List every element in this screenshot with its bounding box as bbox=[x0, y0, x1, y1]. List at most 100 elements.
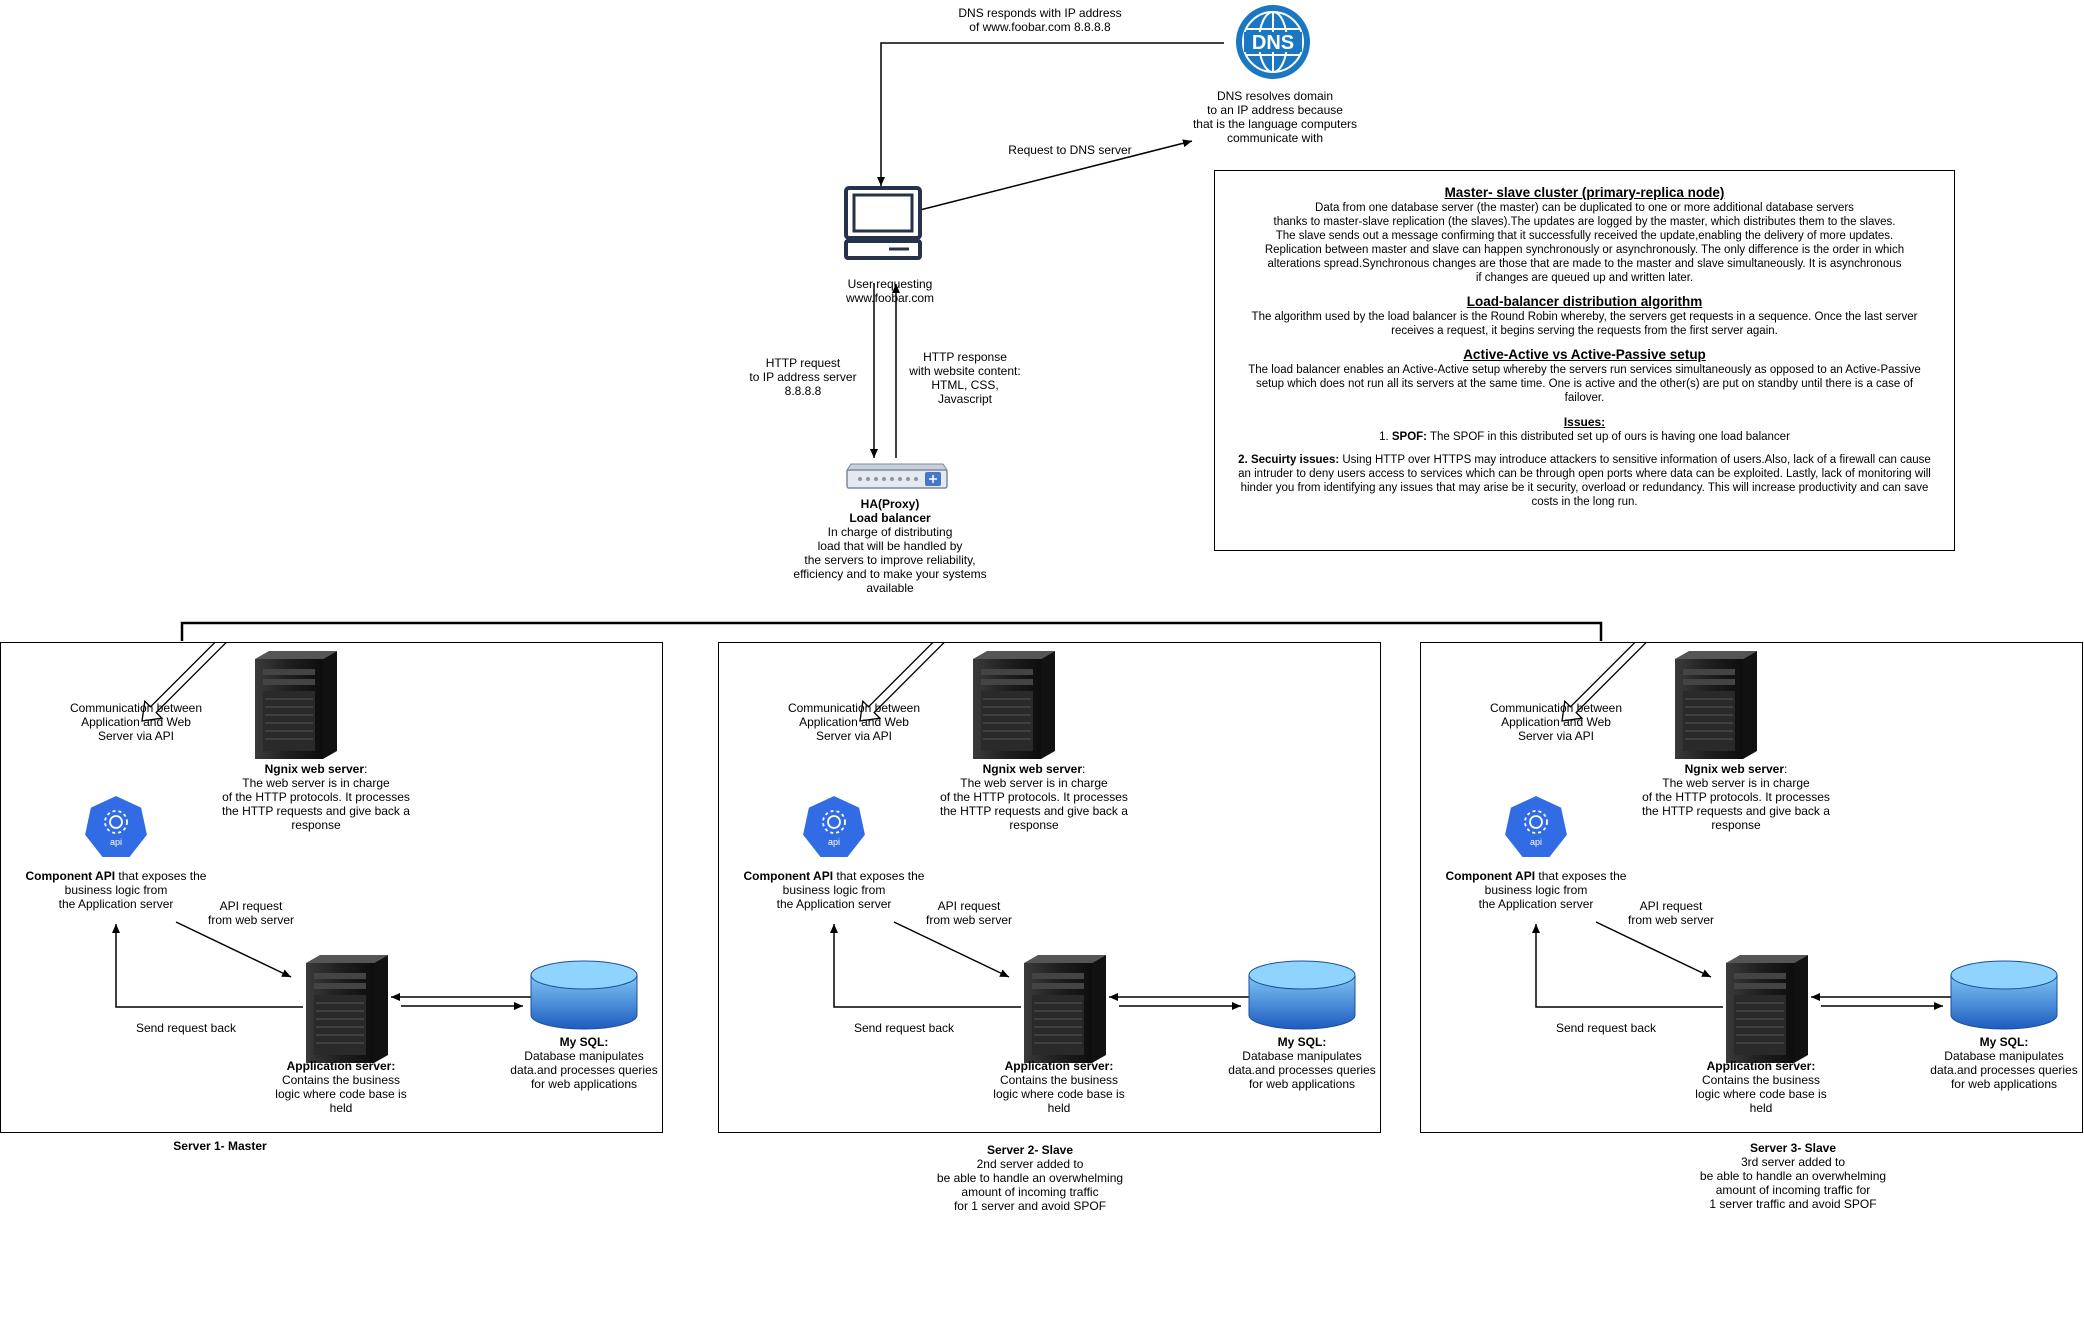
master-slave-text: Data from one database server (the maste… bbox=[1264, 202, 1905, 284]
mysql-title: My SQL: bbox=[559, 1035, 609, 1049]
panel-connectors: api bbox=[800, 643, 1356, 1063]
dns-request-label: Request to DNS server bbox=[1008, 143, 1132, 157]
security-line: 2. Secuirty issues: Using HTTP over HTTP… bbox=[1215, 453, 1954, 509]
api-icon-text: api bbox=[1530, 837, 1542, 847]
nginx-colon: : bbox=[364, 762, 368, 776]
mysql-title: My SQL: bbox=[1277, 1035, 1327, 1049]
nginx-label: Ngnix web server: bbox=[211, 762, 421, 776]
nginx-colon: : bbox=[1082, 762, 1086, 776]
lb-algorithm-text: The algorithm used by the load balancer … bbox=[1251, 311, 1918, 337]
dns-icon: DNS bbox=[1234, 3, 1312, 81]
mysql-description: Database manipulates data.and processes … bbox=[1228, 1049, 1376, 1091]
issues-heading: Issues: bbox=[1563, 415, 1606, 429]
mysql-database-icon bbox=[1950, 960, 2058, 1030]
api-icon: api bbox=[82, 793, 150, 859]
comm-label: Communication between Application and We… bbox=[787, 701, 921, 743]
server-panel-3: api Communication between Application an… bbox=[1420, 642, 2083, 1133]
load-balancer-description: In charge of distributing load that will… bbox=[793, 525, 987, 595]
api-description: business logic from the Application serv… bbox=[58, 883, 174, 911]
app-server-title: Application server: bbox=[1706, 1059, 1816, 1073]
nginx-description: The web server is in charge of the HTTP … bbox=[222, 776, 410, 832]
info-box: Master- slave cluster (primary-replica n… bbox=[1214, 170, 1955, 551]
dns-request-arrow bbox=[919, 139, 1193, 211]
api-description: business logic from the Application serv… bbox=[1478, 883, 1594, 911]
nginx-description: The web server is in charge of the HTTP … bbox=[1642, 776, 1830, 832]
web-server-icon bbox=[255, 651, 337, 759]
lb-algorithm-heading: Load-balancer distribution algorithm bbox=[1466, 294, 1703, 309]
panel-connectors: api bbox=[82, 643, 638, 1063]
api-web-double-arrow bbox=[1561, 643, 1664, 722]
api-title: Component API bbox=[25, 869, 116, 883]
send-back-arrow bbox=[1532, 924, 1723, 1008]
nginx-title: Ngnix web server bbox=[1684, 762, 1785, 776]
send-back-label: Send request back bbox=[135, 1021, 237, 1035]
app-server-title: Application server: bbox=[1004, 1059, 1114, 1073]
spof-text: The SPOF in this distributed set up of o… bbox=[1427, 431, 1790, 443]
api-label: Component API that exposes the bbox=[729, 869, 939, 883]
server-3-caption-desc: 3rd server added to be able to handle an… bbox=[1699, 1155, 1887, 1211]
comm-label: Communication between Application and We… bbox=[69, 701, 203, 743]
app-server-icon bbox=[1726, 955, 1808, 1063]
api-title-rest: that exposes the bbox=[1535, 869, 1627, 883]
api-request-arrow bbox=[893, 921, 1010, 978]
spof-prefix: 1. bbox=[1379, 431, 1392, 443]
computer-icon bbox=[843, 186, 923, 262]
user-label: User requesting www.foobar.com bbox=[845, 277, 935, 305]
dns-resolves-label: DNS resolves domain to an IP address bec… bbox=[1192, 89, 1358, 145]
load-balancer-title: HA(Proxy) Load balancer bbox=[849, 497, 931, 525]
web-server-icon bbox=[973, 651, 1055, 759]
send-back-label: Send request back bbox=[853, 1021, 955, 1035]
server-panel-1: api Communication between Application an… bbox=[0, 642, 663, 1133]
api-request-arrow bbox=[175, 921, 292, 978]
nginx-description: The web server is in charge of the HTTP … bbox=[940, 776, 1128, 832]
app-server-description: Contains the business logic where code b… bbox=[993, 1073, 1125, 1115]
spof-line: 1. SPOF: The SPOF in this distributed se… bbox=[1215, 430, 1954, 444]
api-request-label: API request from web server bbox=[1627, 899, 1715, 927]
api-icon: api bbox=[1502, 793, 1570, 859]
security-bold: 2. Secuirty issues: bbox=[1238, 454, 1340, 466]
mysql-database-icon bbox=[530, 960, 638, 1030]
comm-label: Communication between Application and We… bbox=[1489, 701, 1623, 743]
active-active-text: The load balancer enables an Active-Acti… bbox=[1248, 364, 1921, 404]
nginx-title: Ngnix web server bbox=[982, 762, 1083, 776]
api-description: business logic from the Application serv… bbox=[776, 883, 892, 911]
api-icon: api bbox=[800, 793, 868, 859]
api-title-rest: that exposes the bbox=[115, 869, 207, 883]
app-server-title: Application server: bbox=[286, 1059, 396, 1073]
mysql-title: My SQL: bbox=[1979, 1035, 2029, 1049]
http-request-label: HTTP request to IP address server 8.8.8.… bbox=[749, 356, 857, 398]
load-balancer-icon bbox=[845, 460, 949, 492]
api-icon-text: api bbox=[110, 837, 122, 847]
server-2-caption: Server 2- Slave bbox=[986, 1143, 1074, 1157]
spof-bold: SPOF: bbox=[1391, 431, 1428, 443]
api-label: Component API that exposes the bbox=[1431, 869, 1641, 883]
web-server-icon bbox=[1675, 651, 1757, 759]
panel-connectors: api bbox=[1502, 643, 2058, 1063]
security-text: Using HTTP over HTTPS may introduce atta… bbox=[1238, 454, 1931, 508]
app-server-icon bbox=[306, 955, 388, 1063]
mysql-description: Database manipulates data.and processes … bbox=[1930, 1049, 2078, 1091]
dns-icon-text: DNS bbox=[1252, 32, 1294, 54]
server-3-caption: Server 3- Slave bbox=[1749, 1141, 1837, 1155]
api-web-double-arrow bbox=[859, 643, 962, 722]
server-1-caption: Server 1- Master bbox=[173, 1139, 267, 1153]
app-server-description: Contains the business logic where code b… bbox=[1695, 1073, 1827, 1115]
api-title-rest: that exposes the bbox=[833, 869, 925, 883]
api-request-label: API request from web server bbox=[925, 899, 1013, 927]
api-request-arrow bbox=[1595, 921, 1712, 978]
nginx-colon: : bbox=[1784, 762, 1788, 776]
api-icon-text: api bbox=[828, 837, 840, 847]
api-web-double-arrow bbox=[141, 643, 244, 722]
api-request-label: API request from web server bbox=[207, 899, 295, 927]
mysql-description: Database manipulates data.and processes … bbox=[510, 1049, 658, 1091]
master-slave-heading: Master- slave cluster (primary-replica n… bbox=[1444, 185, 1725, 200]
http-response-label: HTTP response with website content: HTML… bbox=[909, 350, 1021, 406]
dns-response-arrow bbox=[877, 42, 1224, 186]
send-back-arrow bbox=[830, 924, 1021, 1008]
nginx-label: Ngnix web server: bbox=[1631, 762, 1841, 776]
nginx-label: Ngnix web server: bbox=[929, 762, 1139, 776]
nginx-title: Ngnix web server bbox=[264, 762, 365, 776]
api-label: Component API that exposes the bbox=[11, 869, 221, 883]
api-title: Component API bbox=[1445, 869, 1536, 883]
